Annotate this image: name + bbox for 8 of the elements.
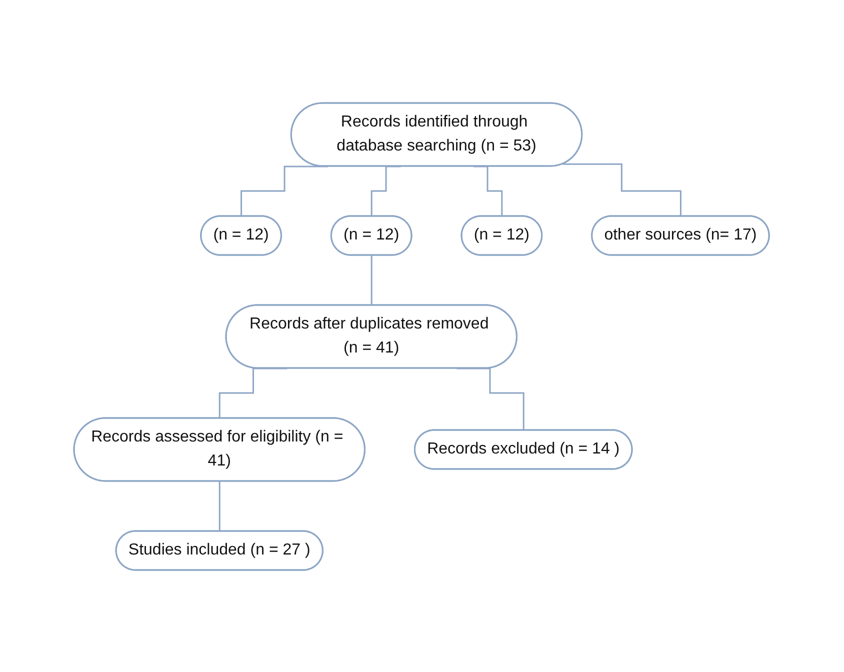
connector [563, 162, 682, 217]
connector [474, 165, 504, 217]
connector [219, 480, 222, 532]
connector [219, 367, 288, 419]
connector [371, 254, 374, 306]
connector [457, 367, 526, 431]
connector [371, 165, 402, 217]
connector [241, 165, 328, 217]
